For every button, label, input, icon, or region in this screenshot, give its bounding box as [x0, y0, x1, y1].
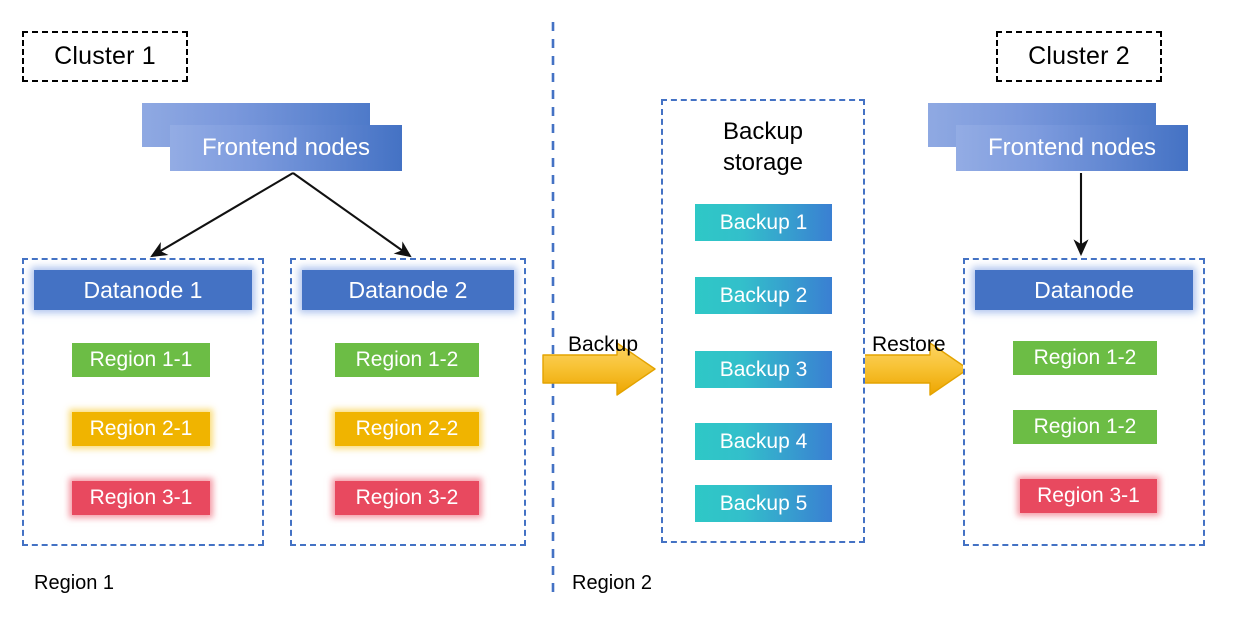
region-label: Region 2-1 [89, 417, 193, 440]
region-chip-2-1: Region 2-1 [72, 412, 210, 446]
backup-item-label: Backup 1 [719, 210, 808, 234]
cluster-2-label-chip: Cluster 2 [996, 31, 1162, 82]
region-label: Region 1-2 [1033, 415, 1137, 438]
arrow-frontend1-to-datanode2 [292, 172, 412, 258]
region-chip-restored-2: Region 1-2 [1013, 410, 1157, 444]
region-chip-restored-1: Region 1-2 [1013, 341, 1157, 375]
region-2-footer-label: Region 2 [572, 572, 653, 594]
datanode-1-title: Datanode 1 [83, 276, 203, 303]
region-label: Region 1-1 [89, 348, 193, 371]
region-label: Region 3-1 [89, 486, 193, 509]
backup-storage-title: Backup storage [663, 116, 863, 178]
cluster-2-label: Cluster 2 [1028, 42, 1130, 70]
cluster-1-label: Cluster 1 [54, 42, 156, 70]
backup-item-label: Backup 2 [719, 283, 808, 307]
datanode-cluster2-container: Datanode Region 1-2 Region 1-2 Region 3-… [963, 258, 1205, 546]
backup-item-label: Backup 4 [719, 429, 808, 453]
region-chip-restored-3: Region 3-1 [1020, 479, 1157, 513]
datanode-1-container: Datanode 1 Region 1-1 Region 2-1 Region … [22, 258, 264, 546]
datanode-cluster2-title: Datanode [1034, 276, 1134, 303]
frontend-stack-front-card: Frontend nodes [956, 125, 1188, 171]
backup-item-label: Backup 3 [719, 357, 808, 381]
cluster-1-label-chip: Cluster 1 [22, 31, 188, 82]
datanode-cluster2-header: Datanode [975, 270, 1193, 310]
backup-item-label: Backup 5 [719, 491, 808, 515]
region-chip-1-1: Region 1-1 [72, 343, 210, 377]
region-chip-3-2: Region 3-2 [335, 481, 479, 515]
frontend-stack-front-card: Frontend nodes [170, 125, 402, 171]
frontend-nodes-cluster1: Frontend nodes [142, 103, 407, 173]
region-chip-2-2: Region 2-2 [335, 412, 479, 446]
backup-item-4[interactable]: Backup 4 [695, 423, 832, 460]
backup-flow-label: Backup [568, 333, 639, 356]
datanode-2-container: Datanode 2 Region 1-2 Region 2-2 Region … [290, 258, 526, 546]
backup-item-5[interactable]: Backup 5 [695, 485, 832, 522]
region-chip-3-1: Region 3-1 [72, 481, 210, 515]
backup-storage-title-line1: Backup [722, 118, 804, 145]
arrow-frontend1-to-datanode1 [150, 172, 294, 258]
region-label: Region 3-2 [355, 486, 459, 509]
region-label: Region 2-2 [355, 417, 459, 440]
backup-item-2[interactable]: Backup 2 [695, 277, 832, 314]
datanode-2-header: Datanode 2 [302, 270, 514, 310]
region-label: Region 1-2 [355, 348, 459, 371]
frontend-nodes-label-cluster1: Frontend nodes [201, 134, 371, 161]
region-label: Region 1-2 [1033, 346, 1137, 369]
datanode-2-title: Datanode 2 [348, 276, 468, 303]
datanode-1-header: Datanode 1 [34, 270, 252, 310]
region-label: Region 3-1 [1037, 484, 1140, 507]
backup-item-1[interactable]: Backup 1 [695, 204, 832, 241]
frontend-nodes-label-cluster2: Frontend nodes [987, 134, 1157, 161]
backup-storage-title-line2: storage [722, 149, 804, 176]
backup-storage-container: Backup storage Backup 1 Backup 2 Backup … [661, 99, 865, 543]
region-1-footer-label: Region 1 [34, 572, 115, 594]
frontend-nodes-cluster2: Frontend nodes [928, 103, 1193, 173]
region-chip-1-2: Region 1-2 [335, 343, 479, 377]
backup-item-3[interactable]: Backup 3 [695, 351, 832, 388]
restore-flow-label: Restore [872, 333, 946, 356]
